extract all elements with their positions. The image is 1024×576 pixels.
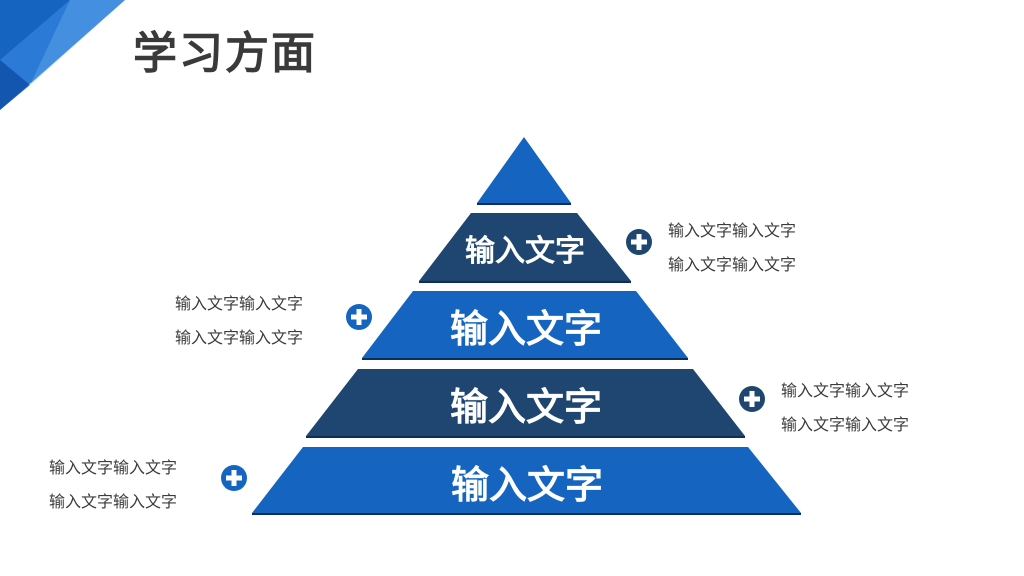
tier-shape: [362, 291, 688, 358]
note-line: 输入文字输入文字: [668, 221, 797, 240]
pyramid-tier-2: 输入文字: [362, 291, 688, 360]
tier-label: 输入文字: [450, 307, 602, 351]
pyramid-tier-1: 输入文字: [419, 213, 631, 283]
note-line: 输入文字输入文字: [49, 492, 178, 511]
note-tier-1: 输入文字输入文字 输入文字输入文字: [668, 214, 838, 282]
note-line: 输入文字输入文字: [781, 381, 910, 400]
plus-circle-icon: [626, 229, 652, 255]
tier-label: 输入文字: [451, 463, 603, 507]
note-tier-4: 输入文字输入文字 输入文字输入文字: [49, 451, 219, 519]
tier-shape: [419, 213, 631, 281]
note-line: 输入文字输入文字: [175, 294, 304, 313]
note-line: 输入文字输入文字: [668, 255, 797, 274]
tier-shape: [252, 447, 801, 513]
pyramid-tier-4: 输入文字: [252, 447, 801, 515]
tier-shape: [306, 369, 745, 436]
note-line: 输入文字输入文字: [781, 415, 910, 434]
pyramid-tier-apex: [477, 137, 571, 205]
pyramid-tier-3: 输入文字: [306, 369, 745, 438]
corner-shape-2: [0, 0, 70, 60]
note-tier-2: 输入文字输入文字 输入文字输入文字: [175, 287, 345, 355]
tier-label: 输入文字: [465, 234, 585, 269]
corner-shape-4: [0, 60, 30, 110]
corner-shape-3: [30, 0, 125, 85]
note-line: 输入文字输入文字: [49, 458, 178, 477]
plus-circle-icon: [739, 386, 765, 412]
tier-shape: [477, 137, 571, 203]
corner-decoration: [0, 0, 125, 110]
plus-circle-icon: [221, 465, 247, 491]
tier-label: 输入文字: [450, 385, 602, 429]
note-tier-3: 输入文字输入文字 输入文字输入文字: [781, 374, 951, 442]
page-title: 学习方面: [133, 28, 317, 79]
note-line: 输入文字输入文字: [175, 328, 304, 347]
plus-circle-icon: [346, 304, 372, 330]
